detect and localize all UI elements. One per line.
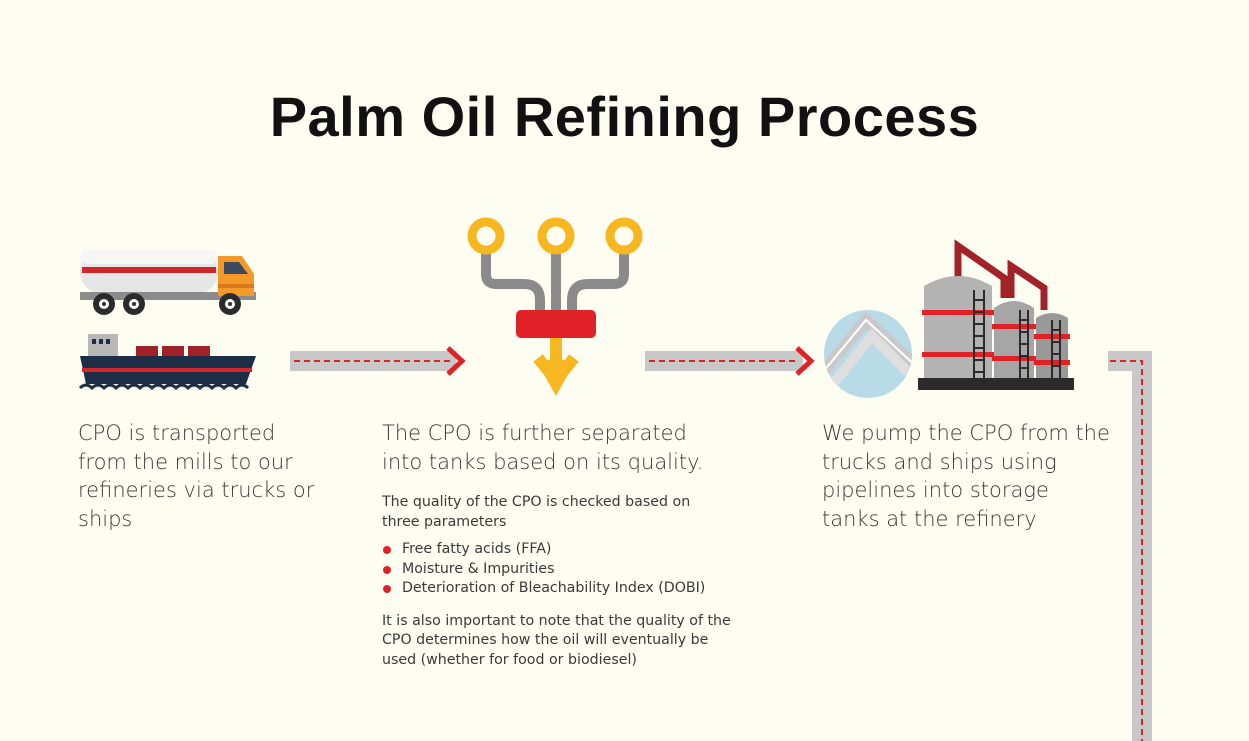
bullet-dot-icon xyxy=(383,565,391,574)
step-3-text-block: We pump the CPO from the trucks and ship… xyxy=(822,419,1112,533)
bullet-dot-icon xyxy=(383,585,391,593)
step-2-description: The CPO is further separated into tanks … xyxy=(382,421,704,474)
quality-parameters-list: Free fatty acids (FFA) Moisture & Impuri… xyxy=(382,540,742,599)
tanker-truck-icon xyxy=(80,250,256,315)
step-3-description: We pump the CPO from the trucks and ship… xyxy=(822,421,1110,531)
list-item: Moisture & Impurities xyxy=(382,560,742,580)
separation-funnel-icon xyxy=(467,217,643,396)
list-item: Free fatty acids (FFA) xyxy=(382,540,742,560)
step-2-text-block: The CPO is further separated into tanks … xyxy=(382,419,742,670)
pipeline-icon xyxy=(824,310,912,398)
connector-elbow-3 xyxy=(1108,351,1152,741)
step-1-description: CPO is transported from the mills to our… xyxy=(78,421,315,531)
storage-tanks-icon xyxy=(918,239,1074,390)
list-item: Deterioration of Bleachability Index (DO… xyxy=(382,579,742,599)
step-1-text-block: CPO is transported from the mills to our… xyxy=(78,419,328,533)
bullet-dot-icon xyxy=(383,546,391,554)
connector-arrow-1 xyxy=(290,346,466,376)
step-2-note: It is also important to note that the qu… xyxy=(382,612,731,668)
page-title: Palm Oil Refining Process xyxy=(269,85,980,148)
step-2-detail: The quality of the CPO is checked based … xyxy=(382,494,691,530)
connector-arrow-2 xyxy=(645,346,815,376)
cargo-ship-icon xyxy=(78,334,256,391)
